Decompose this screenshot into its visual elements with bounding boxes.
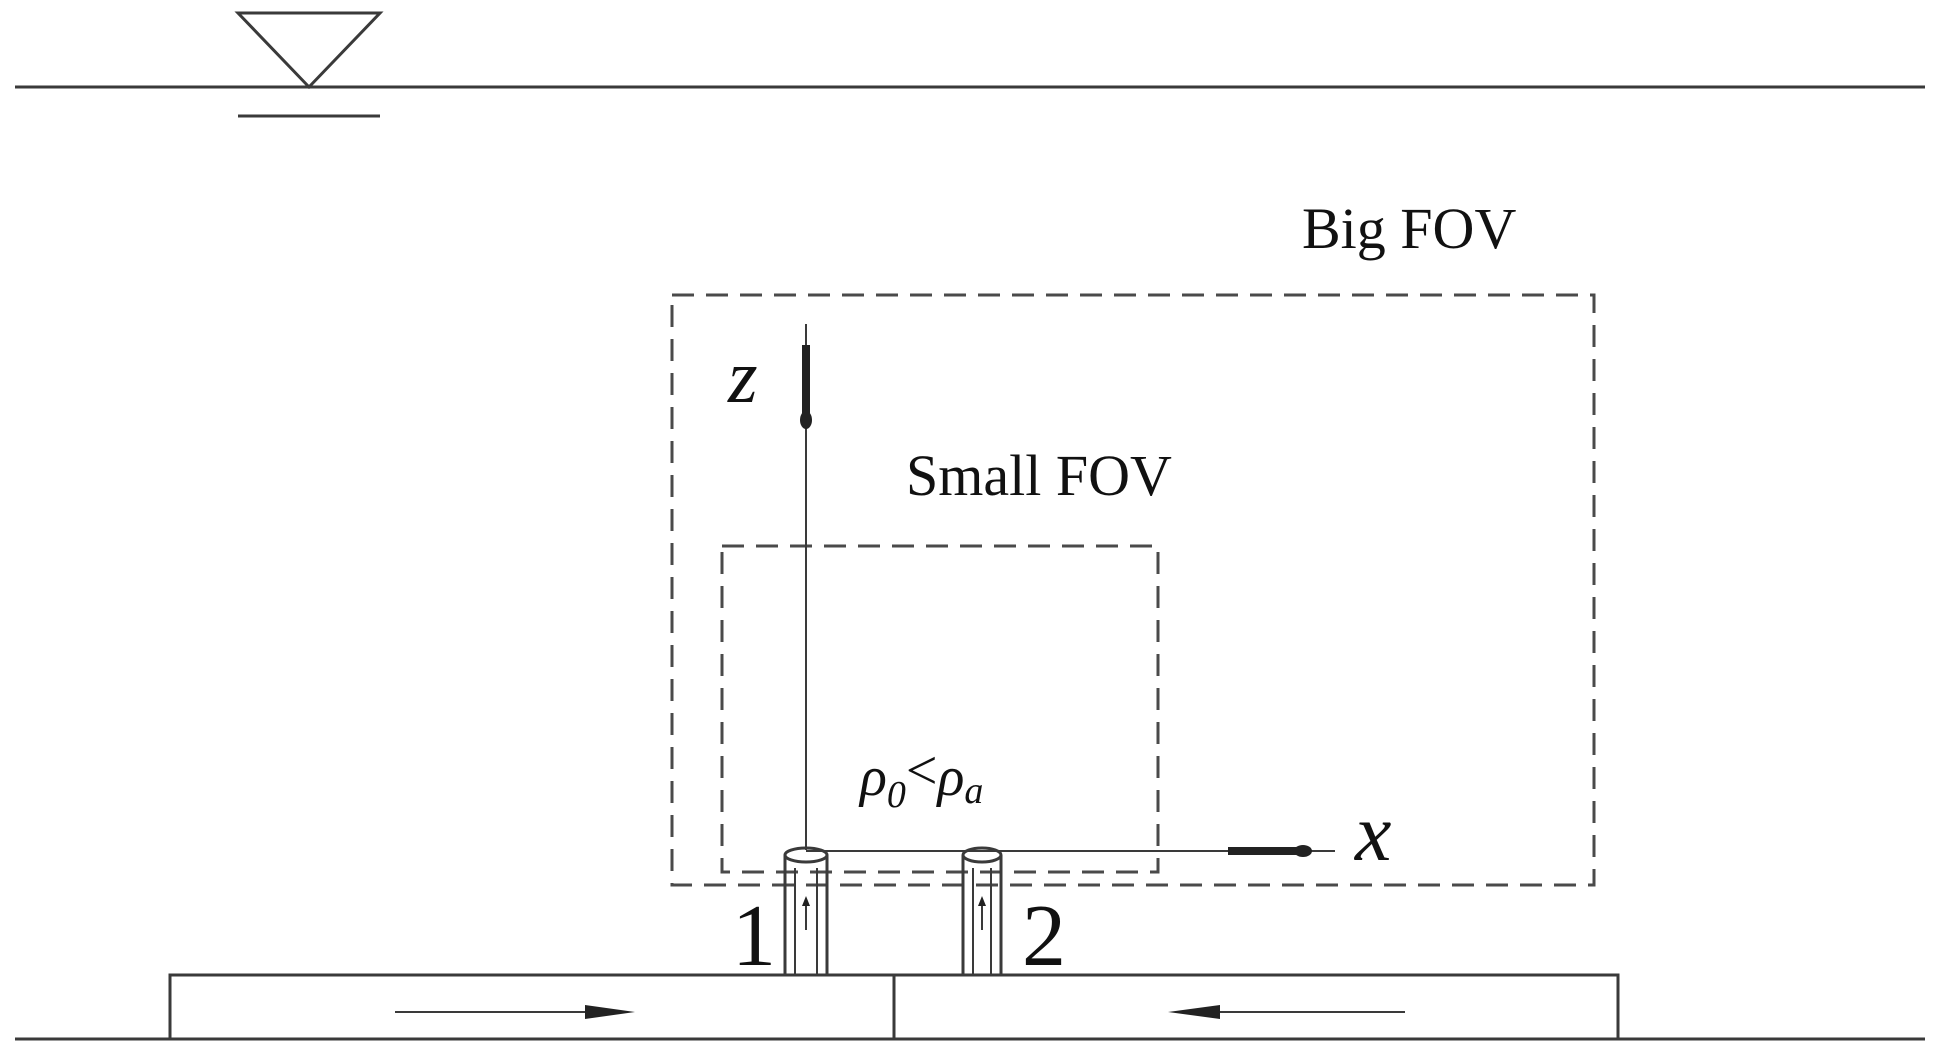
supply-box <box>168 973 1620 1041</box>
small-fov-label: Small FOV <box>906 443 1172 508</box>
density-relation: ρ0<ρa <box>858 740 983 816</box>
jet-2-label: 2 <box>1022 888 1066 985</box>
jet-nozzle-1: 1 <box>732 846 829 985</box>
water-surface-triangle-icon <box>234 11 384 90</box>
right-channel-arrowhead <box>1168 1005 1220 1019</box>
x-axis-arrow-head <box>1294 845 1312 857</box>
big-fov-frame <box>670 293 1596 887</box>
nozzle-2-outlet <box>961 846 1003 864</box>
z-axis: z <box>727 324 812 850</box>
jet-1-label: 1 <box>732 888 776 985</box>
density-less-than: < <box>906 740 938 802</box>
nozzle-1-outlet <box>783 846 829 864</box>
density-subscript-0: 0 <box>887 774 906 816</box>
x-axis: x <box>806 787 1391 878</box>
x-axis-arrow-shaft <box>1228 847 1300 855</box>
free-surface <box>15 11 1925 118</box>
density-subscript-a: a <box>964 770 983 812</box>
density-rho-0: ρ <box>858 746 887 808</box>
big-fov-label: Big FOV <box>1302 196 1516 261</box>
nozzle-2-flow-arrowhead <box>978 896 986 906</box>
density-rho-a: ρ <box>935 746 964 808</box>
z-axis-arrow-shaft <box>802 345 810 417</box>
x-axis-label: x <box>1354 787 1391 878</box>
left-channel-arrowhead <box>585 1005 635 1019</box>
z-axis-label: z <box>727 335 758 419</box>
z-axis-arrow-head <box>800 411 812 429</box>
small-fov-frame <box>720 544 1160 874</box>
jet-nozzle-2: 2 <box>961 846 1066 985</box>
nozzle-1-flow-arrowhead <box>802 896 810 906</box>
